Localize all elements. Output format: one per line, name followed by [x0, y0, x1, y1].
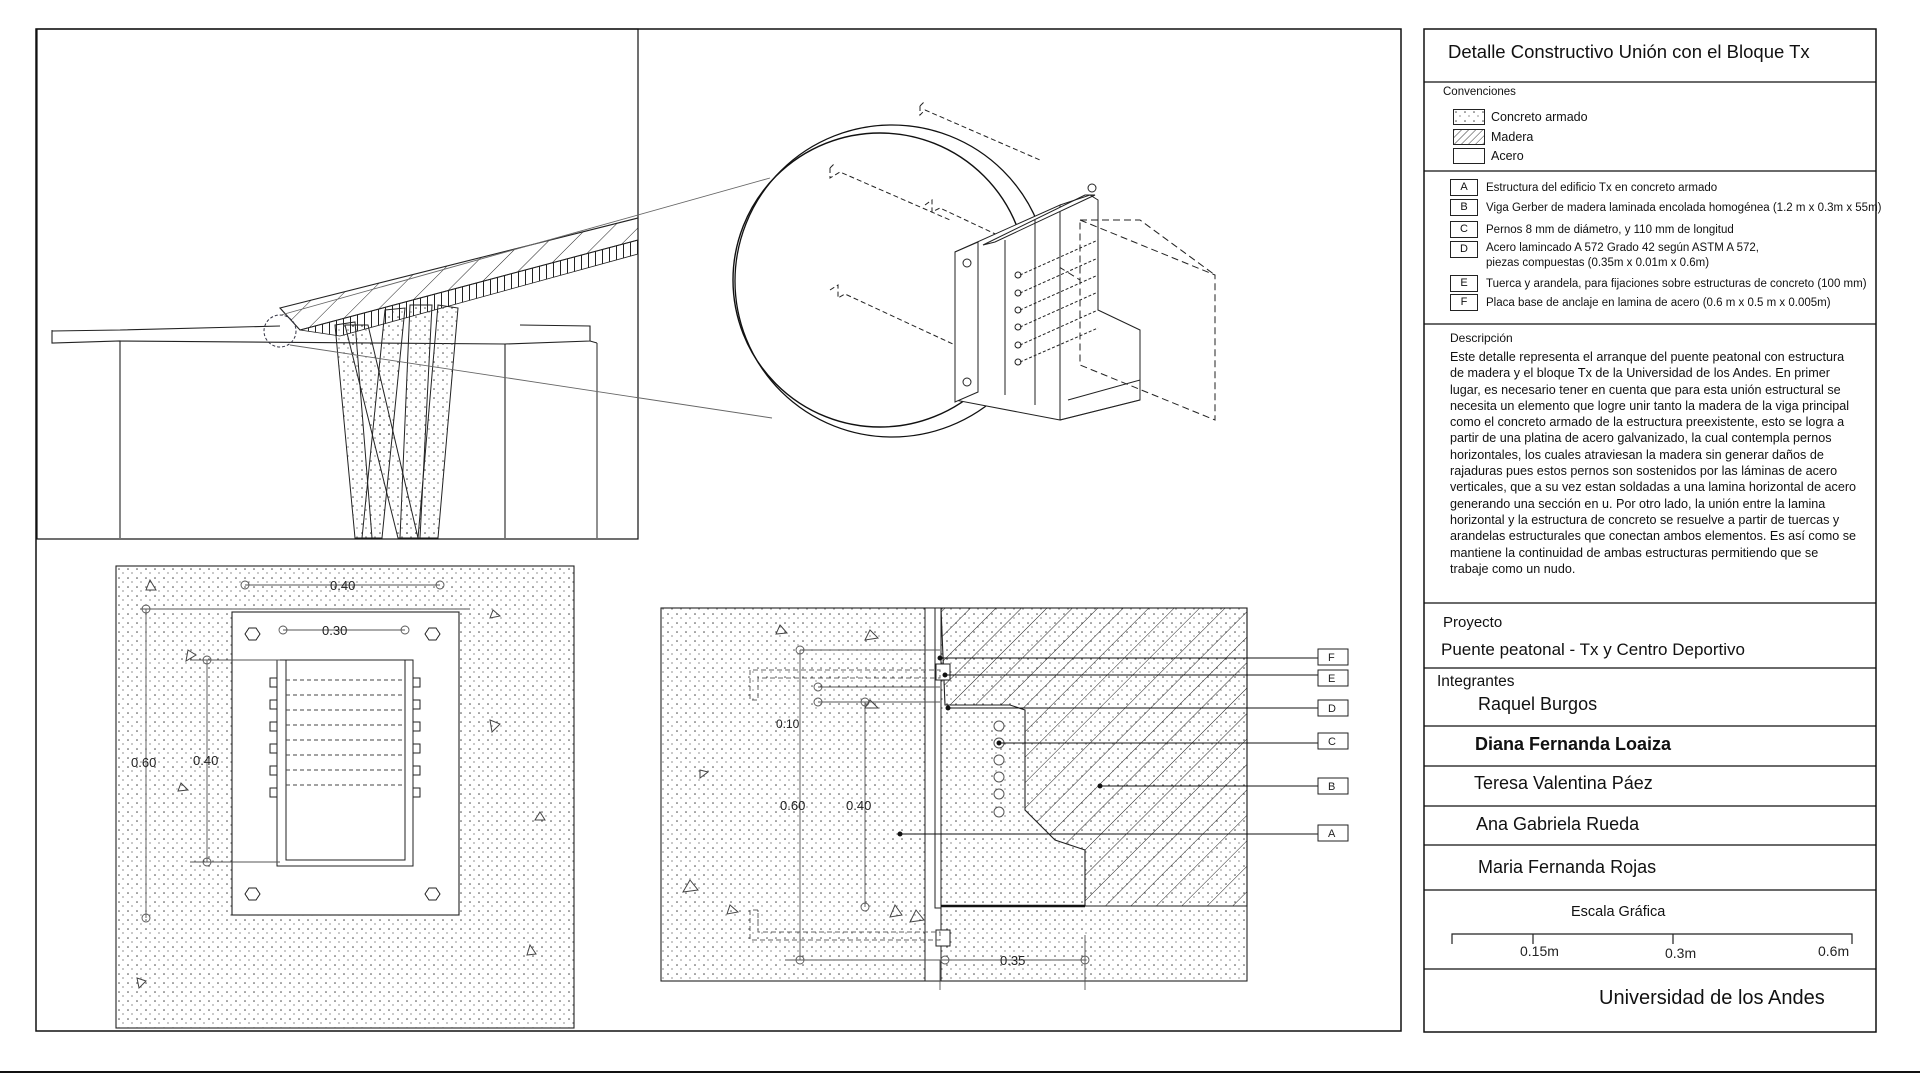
member-name: Raquel Burgos [1478, 694, 1598, 714]
dim-width: 0.35 [1000, 953, 1025, 968]
convention-concrete: Concreto armado [1453, 109, 1588, 125]
legend-text: Estructura del edificio Tx en concreto a… [1486, 181, 1718, 194]
dim-top: 0.10 [776, 717, 800, 731]
legend-text: Viga Gerber de madera laminada encolada … [1486, 201, 1882, 214]
perspective-view [36, 28, 639, 540]
legend-item-c: C Pernos 8 mm de diámetro, y 110 mm de l… [1450, 221, 1734, 238]
legend-key: D [1450, 241, 1478, 258]
dim-total: 0.60 [780, 798, 805, 813]
description-text: Este detalle representa el arranque del … [1450, 350, 1857, 576]
scale-heading: Escala Gráfica [1571, 904, 1666, 920]
sheet-title: Detalle Constructivo Unión con el Bloque… [1448, 41, 1810, 62]
dim-inner: 0.40 [846, 798, 871, 813]
member-name: Diana Fernanda Loaiza [1475, 734, 1672, 754]
scale-tick-1: 0.15m [1520, 943, 1559, 959]
section-tag-b: B [1328, 781, 1335, 793]
section-tag-f: F [1328, 652, 1335, 664]
legend-text-2: piezas compuestas (0.35m x 0.01m x 0.6m) [1486, 257, 1710, 269]
description-heading: Descripción [1450, 331, 1513, 345]
detail-circle [732, 100, 1216, 438]
member-name: Ana Gabriela Rueda [1476, 814, 1640, 834]
convention-wood: Madera [1453, 129, 1533, 145]
plan-view: 0.40 0.30 0.60 0.40 [115, 565, 575, 1029]
wood-swatch [1453, 129, 1485, 145]
legend-item-e: E Tuerca y arandela, para fijaciones sob… [1450, 275, 1867, 292]
legend-text: Pernos 8 mm de diámetro, y 110 mm de lon… [1486, 223, 1734, 236]
legend-key: B [1450, 199, 1478, 216]
legend-key: A [1450, 179, 1478, 196]
project-name: Puente peatonal - Tx y Centro Deportivo [1441, 640, 1745, 659]
section-view: 0.10 0.60 0.40 0.35 [660, 607, 1318, 990]
legend-item-a: A Estructura del edificio Tx en concreto… [1450, 179, 1717, 196]
section-tags: F E D C B A [1317, 648, 1349, 842]
convention-label: Madera [1491, 130, 1534, 144]
section-tag-a: A [1328, 828, 1336, 840]
dim-outer-height: 0.60 [131, 755, 156, 770]
institution: Universidad de los Andes [1599, 987, 1825, 1009]
member-name: Maria Fernanda Rojas [1478, 857, 1657, 877]
conventions-heading: Convenciones [1443, 86, 1516, 98]
legend-item-d: D Acero lamincado A 572 Grado 42 según A… [1450, 241, 1759, 271]
legend-item-b: B Viga Gerber de madera laminada encolad… [1450, 199, 1881, 216]
dim-inner-height: 0.40 [193, 753, 218, 768]
section-tag-e: E [1328, 673, 1335, 685]
legend-text: Placa base de anclaje en lamina de acero… [1486, 296, 1831, 309]
member-name: Teresa Valentina Páez [1474, 773, 1653, 793]
convention-label: Concreto armado [1491, 110, 1588, 124]
scale-tick-3: 0.6m [1818, 943, 1849, 959]
project-heading: Proyecto [1443, 614, 1503, 631]
legend-key: C [1450, 221, 1478, 238]
steel-swatch [1453, 148, 1485, 164]
members-heading: Integrantes [1437, 673, 1515, 690]
section-tag-d: D [1328, 703, 1336, 715]
legend-key: E [1450, 275, 1478, 292]
drawing-frame [35, 28, 1402, 1032]
title-block-frame [1423, 28, 1877, 1033]
graphic-scale [1451, 933, 1853, 944]
section-tag-c: C [1328, 736, 1336, 748]
scale-tick-2: 0.3m [1665, 945, 1696, 961]
legend-text: Tuerca y arandela, para fijaciones sobre… [1486, 277, 1867, 290]
concrete-swatch [1453, 109, 1485, 125]
convention-label: Acero [1491, 149, 1524, 163]
legend-key: F [1450, 294, 1478, 311]
legend-item-f: F Placa base de anclaje en lamina de ace… [1450, 294, 1831, 311]
convention-steel: Acero [1453, 148, 1524, 164]
legend-text: Acero lamincado A 572 Grado 42 según AST… [1486, 242, 1759, 254]
dim-outer-width: 0.40 [330, 578, 355, 593]
zoom-marker [263, 314, 297, 348]
dim-inner-width: 0.30 [322, 623, 347, 638]
